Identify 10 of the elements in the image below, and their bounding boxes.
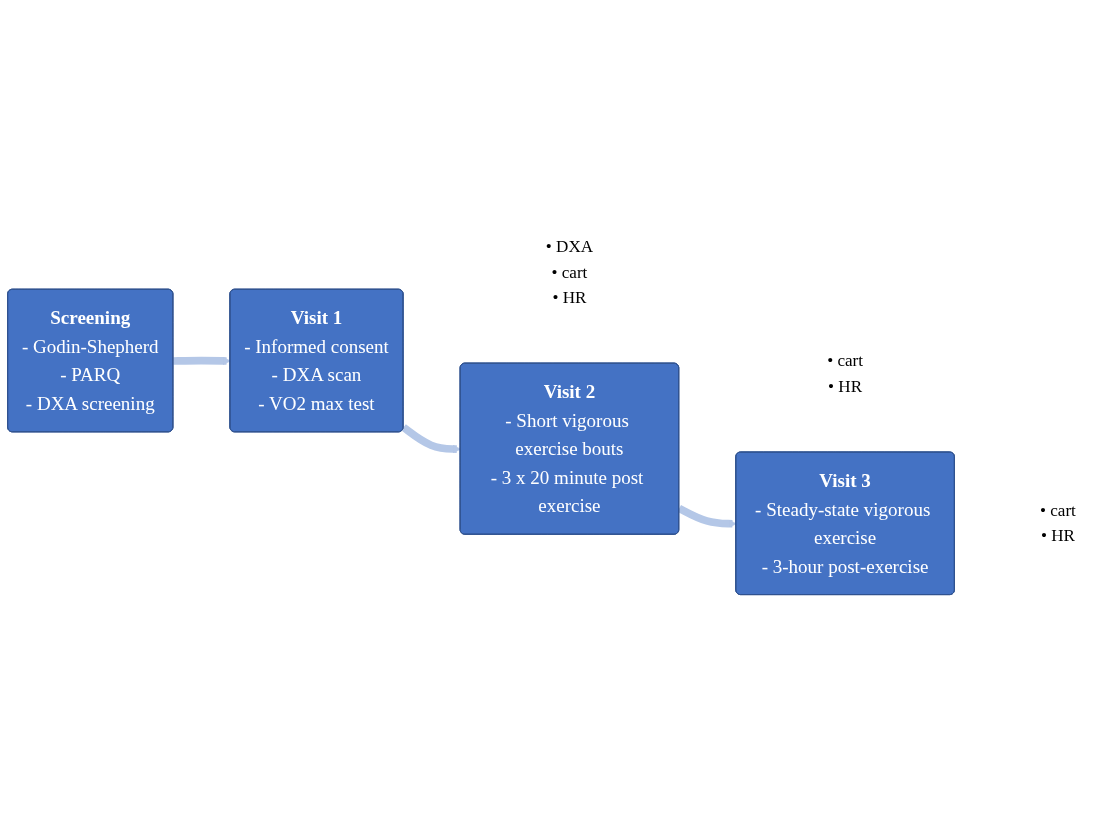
node-label: • cart	[827, 351, 864, 371]
node-label: • cart	[1039, 500, 1076, 520]
node-label: • HR	[552, 288, 587, 308]
node-label: • HR	[1040, 526, 1075, 546]
node-label: • DXA	[545, 237, 594, 257]
arrow	[173, 357, 231, 366]
arrow	[401, 424, 461, 454]
node-label: • HR	[828, 377, 863, 397]
arrow	[677, 505, 737, 529]
node-label: • cart	[551, 262, 588, 282]
